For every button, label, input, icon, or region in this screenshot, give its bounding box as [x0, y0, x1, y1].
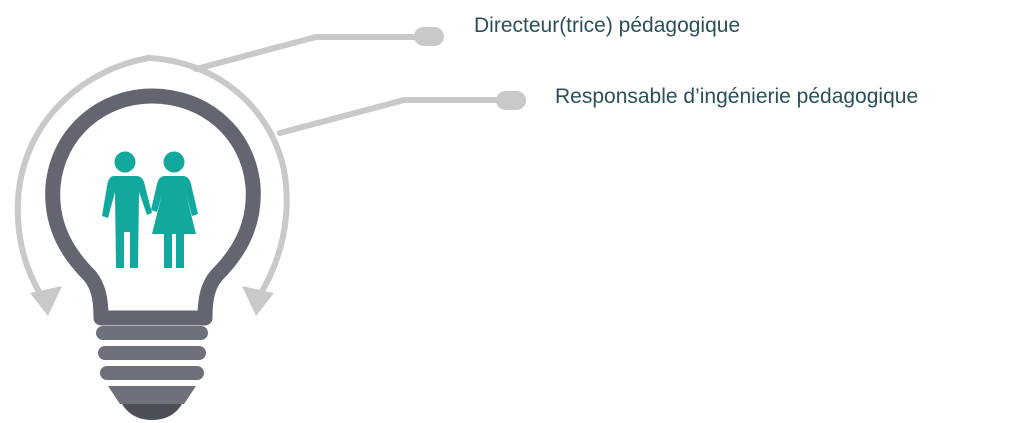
connector-lines	[193, 34, 503, 136]
right-arrow-head	[242, 286, 274, 316]
bulb-base	[96, 326, 208, 404]
role-label-directeur: Directeur(trice) pédagogique	[474, 14, 741, 37]
connector-1-end	[414, 27, 444, 46]
role-label-responsable: Responsable d’ingénierie pédagogique	[555, 85, 919, 108]
connector-2	[277, 97, 503, 136]
base-tip	[122, 404, 182, 420]
left-arrow-head	[30, 286, 62, 316]
base-bottom	[108, 386, 196, 404]
connector-1	[193, 34, 423, 72]
connector-2-end	[496, 91, 526, 110]
couple-people-icon	[102, 151, 198, 268]
woman-head	[163, 151, 185, 173]
man-head	[114, 151, 136, 173]
base-ring-1	[96, 326, 208, 340]
man-body	[102, 176, 152, 268]
base-ring-2	[98, 346, 206, 360]
base-ring-3	[100, 366, 204, 380]
woman-body	[151, 176, 198, 268]
left-arc	[14, 55, 151, 303]
